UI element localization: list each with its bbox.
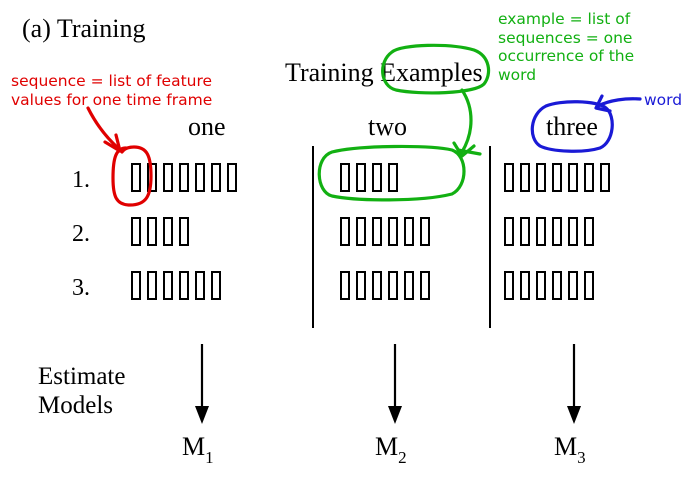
example-connector-arrowhead (452, 141, 476, 158)
model-label-3: M3 (554, 432, 586, 468)
frame-box (568, 163, 578, 192)
model-label-2: M2 (375, 432, 407, 468)
example-connector-line (460, 88, 473, 154)
word-pointer-arrowhead (594, 94, 612, 113)
frame-box (600, 163, 610, 192)
frame-box (340, 271, 350, 300)
frame-box (568, 217, 578, 246)
frame-box (163, 163, 173, 192)
frame-box (536, 163, 546, 192)
frame-box (388, 217, 398, 246)
frame-box (404, 271, 414, 300)
example-annotation-line4: word (498, 65, 537, 84)
sequence-annotation-line1: sequence = list of feature (11, 72, 213, 90)
down-arrow-2 (388, 344, 402, 424)
down-arrow-1 (195, 344, 209, 424)
example-annotation-line2: sequences = one (498, 28, 633, 47)
frame-box (388, 163, 398, 192)
row-number-1: 1. (72, 167, 90, 193)
word-label-one: one (188, 112, 226, 141)
word-pointer-arrow (596, 97, 642, 108)
frame-box (420, 271, 430, 300)
column-divider-2 (489, 146, 491, 328)
frame-box (147, 163, 157, 192)
sequence-annotation: sequence = list of feature values for on… (11, 72, 212, 109)
frame-box (131, 163, 141, 192)
frame-box (211, 271, 221, 300)
frame-box (388, 271, 398, 300)
frame-box (504, 271, 514, 300)
row-number-2: 2. (72, 221, 90, 247)
frame-box (372, 163, 382, 192)
frame-box (195, 271, 205, 300)
sequence-annotation-line2: values for one time frame (11, 90, 213, 109)
sequence-pointer-arrow (86, 106, 120, 150)
example-pointer-tail (456, 148, 482, 156)
frame-box (372, 217, 382, 246)
figure-title: (a) Training (22, 14, 146, 43)
frame-box (504, 163, 514, 192)
down-arrow-3 (567, 344, 581, 424)
frame-box (211, 163, 221, 192)
example-2-two (340, 217, 430, 248)
row-number-3: 3. (72, 275, 90, 301)
model-label-1: M1 (182, 432, 214, 468)
frame-box (372, 271, 382, 300)
word-label-two: two (368, 112, 407, 141)
frame-box (536, 271, 546, 300)
frame-box (568, 271, 578, 300)
frame-box (552, 271, 562, 300)
example-annotation-line1: example = list of (498, 10, 631, 28)
example-3-one (131, 271, 221, 302)
frame-box (356, 217, 366, 246)
word-annotation: word (644, 91, 683, 109)
example-3-two (340, 271, 430, 302)
training-examples-heading: Training Examples (285, 58, 483, 87)
frame-box (420, 217, 430, 246)
column-divider-1 (312, 146, 314, 328)
frame-box (584, 271, 594, 300)
estimate-label-line1: Estimate (38, 363, 126, 390)
example-2-three (504, 217, 594, 248)
frame-box (340, 163, 350, 192)
frame-box (227, 163, 237, 192)
example-1-one (131, 163, 237, 194)
estimate-label-line2: Models (38, 392, 113, 419)
frame-box (552, 217, 562, 246)
frame-box (163, 217, 173, 246)
example-1-two (340, 163, 398, 194)
frame-box (584, 217, 594, 246)
frame-box (356, 163, 366, 192)
frame-box (520, 163, 530, 192)
example-2-one (131, 217, 189, 248)
word-label-three: three (546, 112, 598, 141)
frame-box (340, 217, 350, 246)
example-annotation: example = list of sequences = one occurr… (498, 10, 634, 84)
example-annotation-line3: occurrence of the (498, 47, 635, 65)
frame-box (520, 271, 530, 300)
estimate-models-label: Estimate Models (38, 362, 125, 420)
frame-box (131, 271, 141, 300)
frame-box (179, 163, 189, 192)
frame-box (520, 217, 530, 246)
frame-box (536, 217, 546, 246)
frame-box (147, 271, 157, 300)
frame-box (147, 217, 157, 246)
frame-box (179, 271, 189, 300)
frame-box (404, 217, 414, 246)
example-1-three (504, 163, 610, 194)
frame-box (195, 163, 205, 192)
frame-box (552, 163, 562, 192)
frame-box (356, 271, 366, 300)
frame-box (163, 271, 173, 300)
frame-box (179, 217, 189, 246)
frame-box (584, 163, 594, 192)
sequence-pointer-arrowhead (103, 133, 122, 153)
frame-box (504, 217, 514, 246)
frame-box (131, 217, 141, 246)
example-3-three (504, 271, 594, 302)
